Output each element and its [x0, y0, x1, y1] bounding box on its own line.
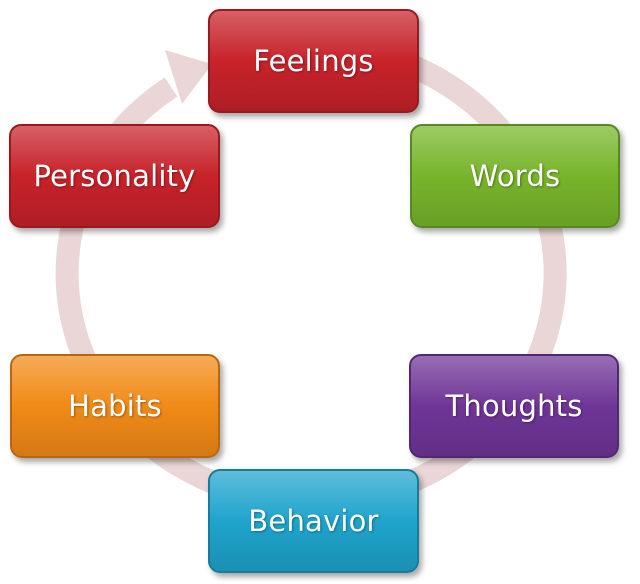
node-personality: Personality [9, 124, 220, 228]
node-label-behavior: Behavior [248, 504, 379, 538]
node-thoughts: Thoughts [409, 354, 619, 458]
node-words: Words [410, 124, 620, 228]
node-label-personality: Personality [33, 159, 196, 193]
node-label-habits: Habits [68, 389, 162, 423]
ring-arrowhead [165, 50, 212, 104]
node-label-thoughts: Thoughts [445, 389, 583, 423]
node-behavior: Behavior [208, 469, 419, 573]
node-habits: Habits [10, 354, 220, 458]
node-label-feelings: Feelings [253, 44, 374, 78]
node-label-words: Words [469, 159, 561, 193]
node-feelings: Feelings [208, 9, 419, 113]
